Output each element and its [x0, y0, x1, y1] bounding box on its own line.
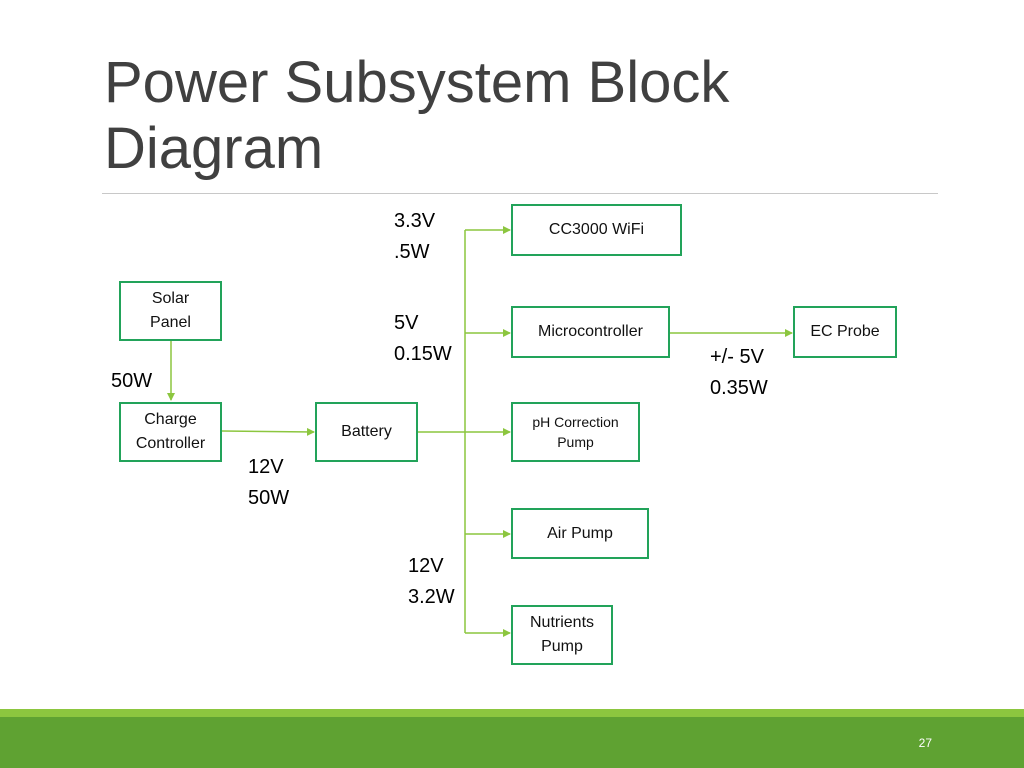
ec-probe-power-label: +/- 5V 0.35W: [710, 346, 768, 399]
solar-power-label: 50W: [111, 370, 153, 392]
footer-accent-stripe: [0, 709, 1024, 717]
nutrients-pump-block: Nutrients Pump: [511, 605, 613, 665]
battery-block: Battery: [315, 402, 418, 462]
title-divider: [102, 193, 938, 194]
charge-controller-block: Charge Controller: [119, 402, 222, 462]
page-number: 27: [918, 736, 932, 750]
wifi-block: CC3000 WiFi: [511, 204, 682, 256]
ec-probe-block: EC Probe: [793, 306, 897, 358]
wire-charge-to-battery: [221, 427, 315, 436]
air-pump-block: Air Pump: [511, 508, 649, 559]
pump-power-label: 12V 3.2W: [408, 555, 455, 608]
battery-input-label: 12V 50W: [248, 456, 290, 509]
footer-bar: [0, 717, 1024, 768]
microcontroller-block: Microcontroller: [511, 306, 670, 358]
wifi-power-label: 3.3V .5W: [394, 210, 436, 263]
solar-panel-block: Solar Panel: [119, 281, 222, 341]
ph-correction-pump-block: pH Correction Pump: [511, 402, 640, 462]
mcu-power-label: 5V 0.15W: [394, 312, 452, 365]
slide-title: Power Subsystem Block Diagram: [104, 50, 730, 181]
